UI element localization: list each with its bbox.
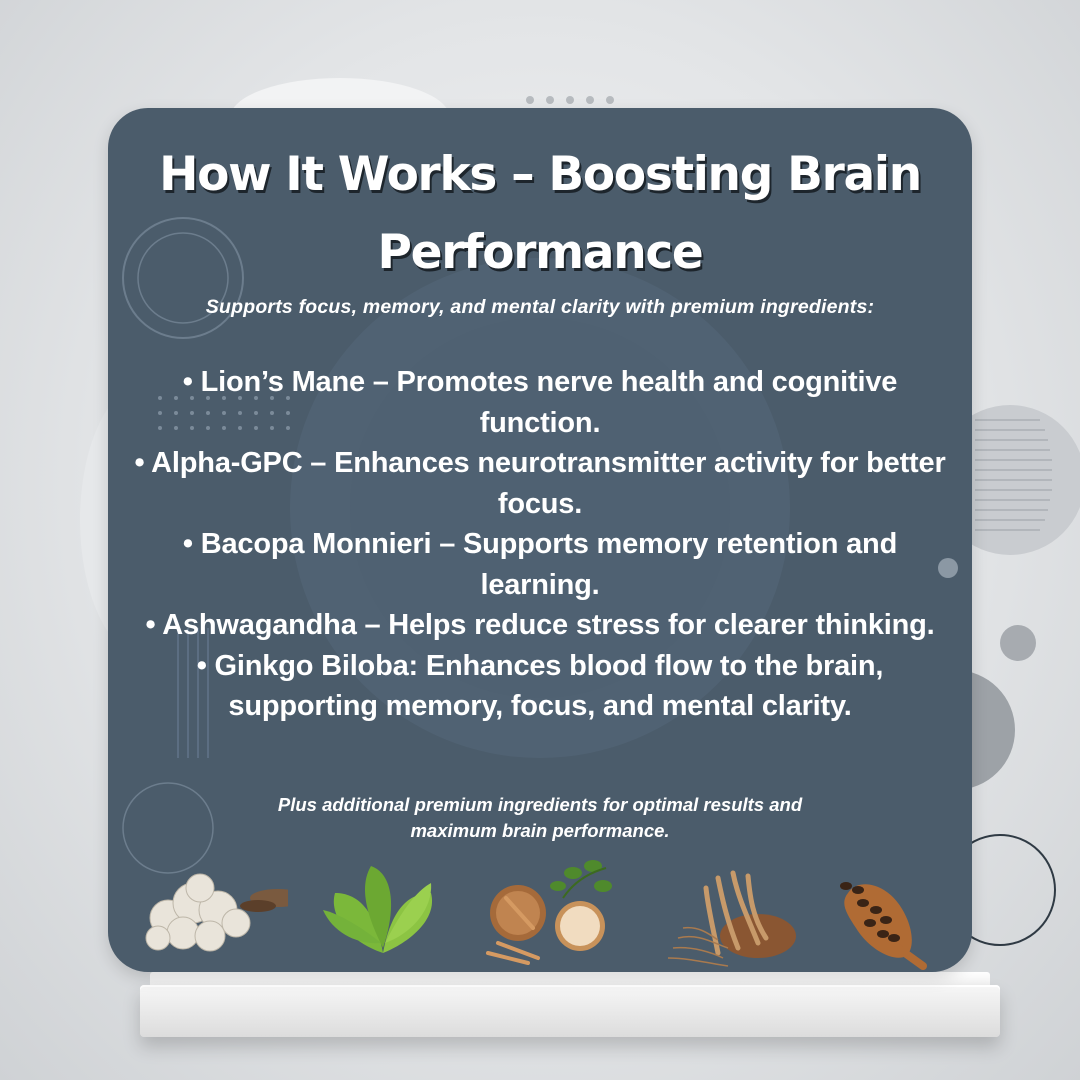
info-card: How It Works – Boosting Brain Performanc… xyxy=(108,108,972,972)
bacopa-herbs-powder-icon xyxy=(486,860,612,965)
ingredient-ginkgo-biloba: • Ginkgo Biloba: Enhances blood flow to … xyxy=(196,649,884,723)
ingredient-alpha-gpc: • Alpha-GPC – Enhances neurotransmitter … xyxy=(134,447,946,520)
ginkgo-leaves-icon xyxy=(323,866,433,953)
lions-mane-mushroom-icon xyxy=(145,873,288,952)
subtitle: Supports focus, memory, and mental clari… xyxy=(205,296,875,318)
footnote: Plus additional premium ingredients for … xyxy=(277,794,803,841)
ingredient-list: • Lion’s Mane – Promotes nerve health an… xyxy=(128,362,952,727)
pedestal xyxy=(140,985,1000,1037)
page-title: How It Works – Boosting Brain Performanc… xyxy=(159,147,922,280)
coffee-beans-scoop-icon xyxy=(840,882,927,970)
ingredient-ashwagandha: • Ashwagandha – Helps reduce stress for … xyxy=(145,609,935,641)
ingredient-bacopa-monnieri: • Bacopa Monnieri – Supports memory rete… xyxy=(182,528,898,601)
ashwagandha-root-icon xyxy=(667,870,796,967)
ingredient-lions-mane: • Lion’s Mane – Promotes nerve health an… xyxy=(182,366,898,439)
